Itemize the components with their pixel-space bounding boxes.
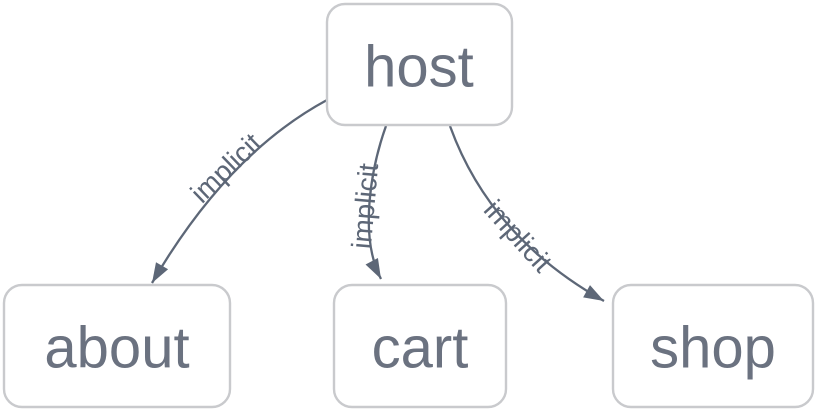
edges-layer: [151, 98, 605, 303]
node-shop-label: shop: [650, 316, 776, 381]
node-about-label: about: [44, 316, 189, 381]
node-cart-label: cart: [372, 316, 469, 381]
node-host-box: [325, 2, 514, 127]
edge-label-host-cart: implicit: [346, 162, 384, 250]
edge-host-shop: [448, 125, 605, 303]
edge-host-cart: [365, 125, 388, 280]
node-cart: cart: [332, 283, 508, 409]
node-about-box: [2, 283, 232, 409]
edge-label-host-shop: implicit: [478, 194, 558, 278]
node-cart-box: [332, 283, 508, 409]
node-shop-box: [611, 283, 815, 409]
node-shop: shop: [611, 283, 815, 409]
edge-label-host-about: implicit: [184, 127, 267, 209]
edge-host-about: [151, 98, 328, 284]
node-host: host: [325, 2, 514, 127]
node-about: about: [2, 283, 232, 409]
node-host-label: host: [364, 35, 474, 100]
